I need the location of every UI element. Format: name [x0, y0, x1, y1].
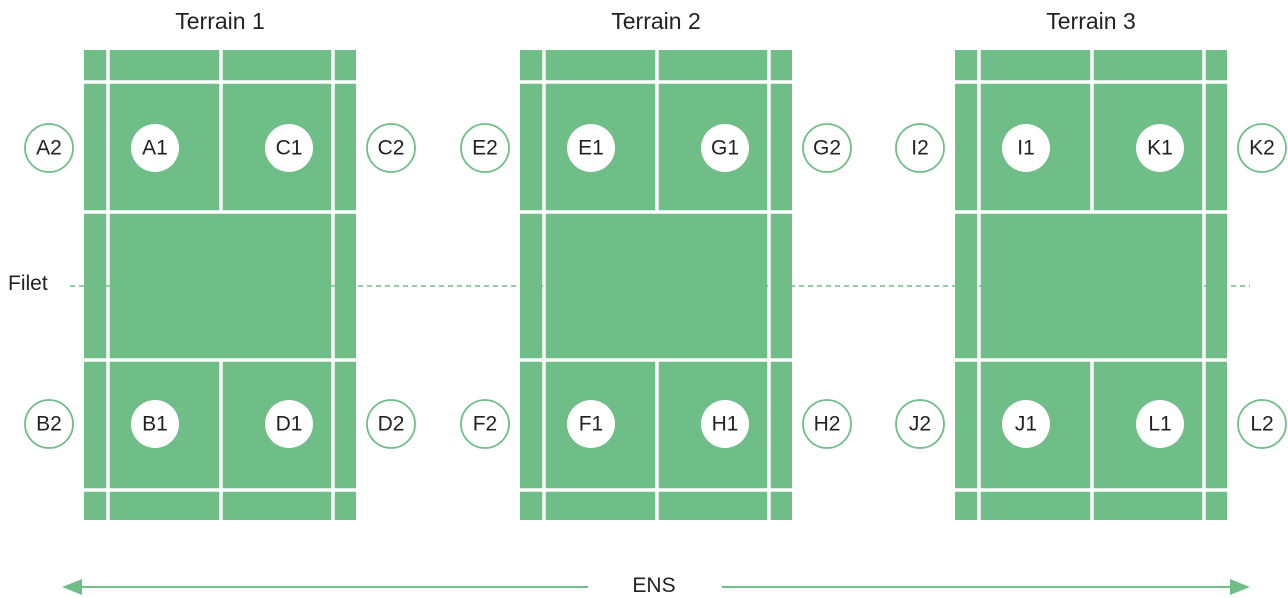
player-label: J1 — [1015, 413, 1037, 436]
player-circle — [24, 399, 74, 449]
player-marker: F2 — [460, 399, 510, 449]
player-label: A2 — [36, 137, 62, 160]
player-circle — [1136, 400, 1184, 448]
arrow-left-head — [62, 579, 82, 595]
terrain-3-title: Terrain 3 — [1046, 8, 1136, 34]
player-circle — [265, 400, 313, 448]
player-circle — [131, 400, 179, 448]
player-marker: K1 — [1136, 124, 1184, 172]
direction-arrow — [62, 579, 1250, 595]
player-marker: G1 — [701, 124, 749, 172]
player-circle — [366, 399, 416, 449]
player-circle — [802, 123, 852, 173]
player-marker: G2 — [802, 123, 852, 173]
player-circle — [567, 400, 615, 448]
player-marker: E2 — [460, 123, 510, 173]
player-marker: D2 — [366, 399, 416, 449]
player-marker: J2 — [895, 399, 945, 449]
net-label: Filet — [8, 272, 48, 295]
player-label: F1 — [579, 413, 604, 436]
player-label: K2 — [1249, 137, 1275, 160]
player-label: A1 — [142, 137, 168, 160]
player-marker: D1 — [265, 400, 313, 448]
player-circle — [460, 399, 510, 449]
player-marker: I2 — [895, 123, 945, 173]
player-circle — [131, 124, 179, 172]
player-marker: F1 — [567, 400, 615, 448]
player-circle — [701, 400, 749, 448]
player-circle — [1237, 123, 1287, 173]
player-label: I1 — [1017, 137, 1035, 160]
player-label: H2 — [814, 413, 841, 436]
player-circle — [567, 124, 615, 172]
player-circle — [366, 123, 416, 173]
player-label: D2 — [378, 413, 405, 436]
direction-label: ENS — [632, 574, 676, 597]
player-label: H1 — [712, 413, 739, 436]
player-label: F2 — [473, 413, 498, 436]
terrain-2-title: Terrain 2 — [611, 8, 701, 34]
player-label: C2 — [378, 137, 405, 160]
player-marker: C2 — [366, 123, 416, 173]
player-marker: C1 — [265, 124, 313, 172]
player-label: G1 — [711, 137, 739, 160]
player-circle — [24, 123, 74, 173]
player-label: B1 — [142, 413, 168, 436]
player-circle — [460, 123, 510, 173]
player-marker: B1 — [131, 400, 179, 448]
player-marker: H1 — [701, 400, 749, 448]
player-marker: B2 — [24, 399, 74, 449]
player-label: L1 — [1148, 413, 1171, 436]
player-marker: A2 — [24, 123, 74, 173]
terrain-1-title: Terrain 1 — [175, 8, 265, 34]
player-marker: L1 — [1136, 400, 1184, 448]
player-circle — [265, 124, 313, 172]
player-label: E1 — [578, 137, 604, 160]
player-marker: E1 — [567, 124, 615, 172]
player-circle — [1136, 124, 1184, 172]
player-label: B2 — [36, 413, 62, 436]
player-label: D1 — [276, 413, 303, 436]
arrow-right-head — [1230, 579, 1250, 595]
player-circle — [701, 124, 749, 172]
player-label: G2 — [813, 137, 841, 160]
player-label: E2 — [472, 137, 498, 160]
player-label: I2 — [911, 137, 929, 160]
player-marker: K2 — [1237, 123, 1287, 173]
player-marker: J1 — [1002, 400, 1050, 448]
player-label: C1 — [276, 137, 303, 160]
player-circle — [895, 399, 945, 449]
player-label: K1 — [1147, 137, 1173, 160]
player-label: J2 — [909, 413, 931, 436]
player-circle — [895, 123, 945, 173]
player-circle — [802, 399, 852, 449]
player-label: L2 — [1250, 413, 1273, 436]
player-marker: A1 — [131, 124, 179, 172]
player-marker: H2 — [802, 399, 852, 449]
player-marker: L2 — [1237, 399, 1287, 449]
player-circle — [1237, 399, 1287, 449]
player-circle — [1002, 124, 1050, 172]
player-marker: I1 — [1002, 124, 1050, 172]
player-circle — [1002, 400, 1050, 448]
